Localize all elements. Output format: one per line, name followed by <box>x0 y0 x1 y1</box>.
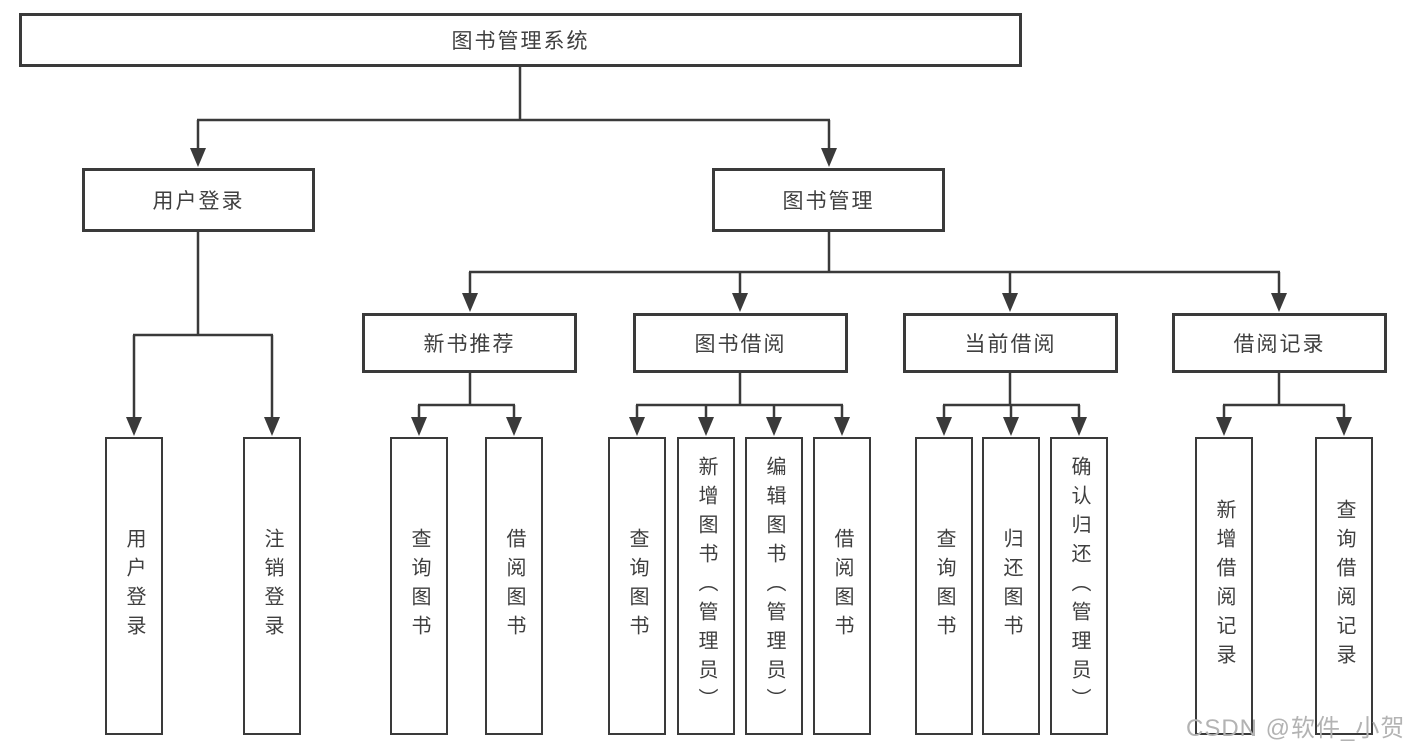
leaf-add-borrow-record: 新增借阅记录 <box>1195 437 1253 735</box>
leaf-query-borrow-record-label: 查询借阅记录 <box>1333 499 1355 673</box>
node-current-borrow: 当前借阅 <box>903 313 1118 373</box>
leaf-confirm-return-admin: 确认归还（管理员） <box>1050 437 1108 735</box>
node-book-borrow-label: 图书借阅 <box>694 333 787 356</box>
leaf-query-books-3-label: 查询图书 <box>933 528 955 644</box>
leaf-user-login: 用户登录 <box>105 437 163 735</box>
node-current-borrow-label: 当前借阅 <box>964 333 1057 356</box>
node-book-borrow: 图书借阅 <box>633 313 848 373</box>
leaf-return-book-label: 归还图书 <box>1000 528 1022 644</box>
leaf-add-book-admin: 新增图书（管理员） <box>677 437 735 735</box>
leaf-return-book: 归还图书 <box>982 437 1040 735</box>
node-user-login-label: 用户登录 <box>152 190 245 213</box>
node-root: 图书管理系统 <box>19 13 1022 67</box>
node-user-login: 用户登录 <box>82 168 315 232</box>
node-new-book-recommend: 新书推荐 <box>362 313 577 373</box>
leaf-edit-book-admin: 编辑图书（管理员） <box>745 437 803 735</box>
csdn-watermark: CSDN @软件_小贺同学 <box>1186 715 1405 742</box>
leaf-query-borrow-record: 查询借阅记录 <box>1315 437 1373 735</box>
leaf-borrow-books-2: 借阅图书 <box>813 437 871 735</box>
node-book-management: 图书管理 <box>712 168 945 232</box>
leaf-query-books-1: 查询图书 <box>390 437 448 735</box>
leaf-borrow-books-1: 借阅图书 <box>485 437 543 735</box>
leaf-borrow-books-1-label: 借阅图书 <box>503 528 525 644</box>
leaf-add-borrow-record-label: 新增借阅记录 <box>1213 499 1235 673</box>
leaf-query-books-3: 查询图书 <box>915 437 973 735</box>
node-borrow-records: 借阅记录 <box>1172 313 1387 373</box>
leaf-query-books-1-label: 查询图书 <box>408 528 430 644</box>
node-new-book-recommend-label: 新书推荐 <box>423 333 516 356</box>
leaf-borrow-books-2-label: 借阅图书 <box>831 528 853 644</box>
leaf-user-login-label: 用户登录 <box>123 528 145 644</box>
leaf-logout: 注销登录 <box>243 437 301 735</box>
node-borrow-records-label: 借阅记录 <box>1233 333 1326 356</box>
leaf-edit-book-admin-label: 编辑图书（管理员） <box>763 455 785 717</box>
leaf-query-books-2: 查询图书 <box>608 437 666 735</box>
node-book-management-label: 图书管理 <box>782 190 875 213</box>
leaf-add-book-admin-label: 新增图书（管理员） <box>695 455 717 717</box>
node-root-label: 图书管理系统 <box>451 30 590 53</box>
leaf-query-books-2-label: 查询图书 <box>626 528 648 644</box>
leaf-logout-label: 注销登录 <box>261 528 283 644</box>
leaf-confirm-return-admin-label: 确认归还（管理员） <box>1068 455 1090 717</box>
